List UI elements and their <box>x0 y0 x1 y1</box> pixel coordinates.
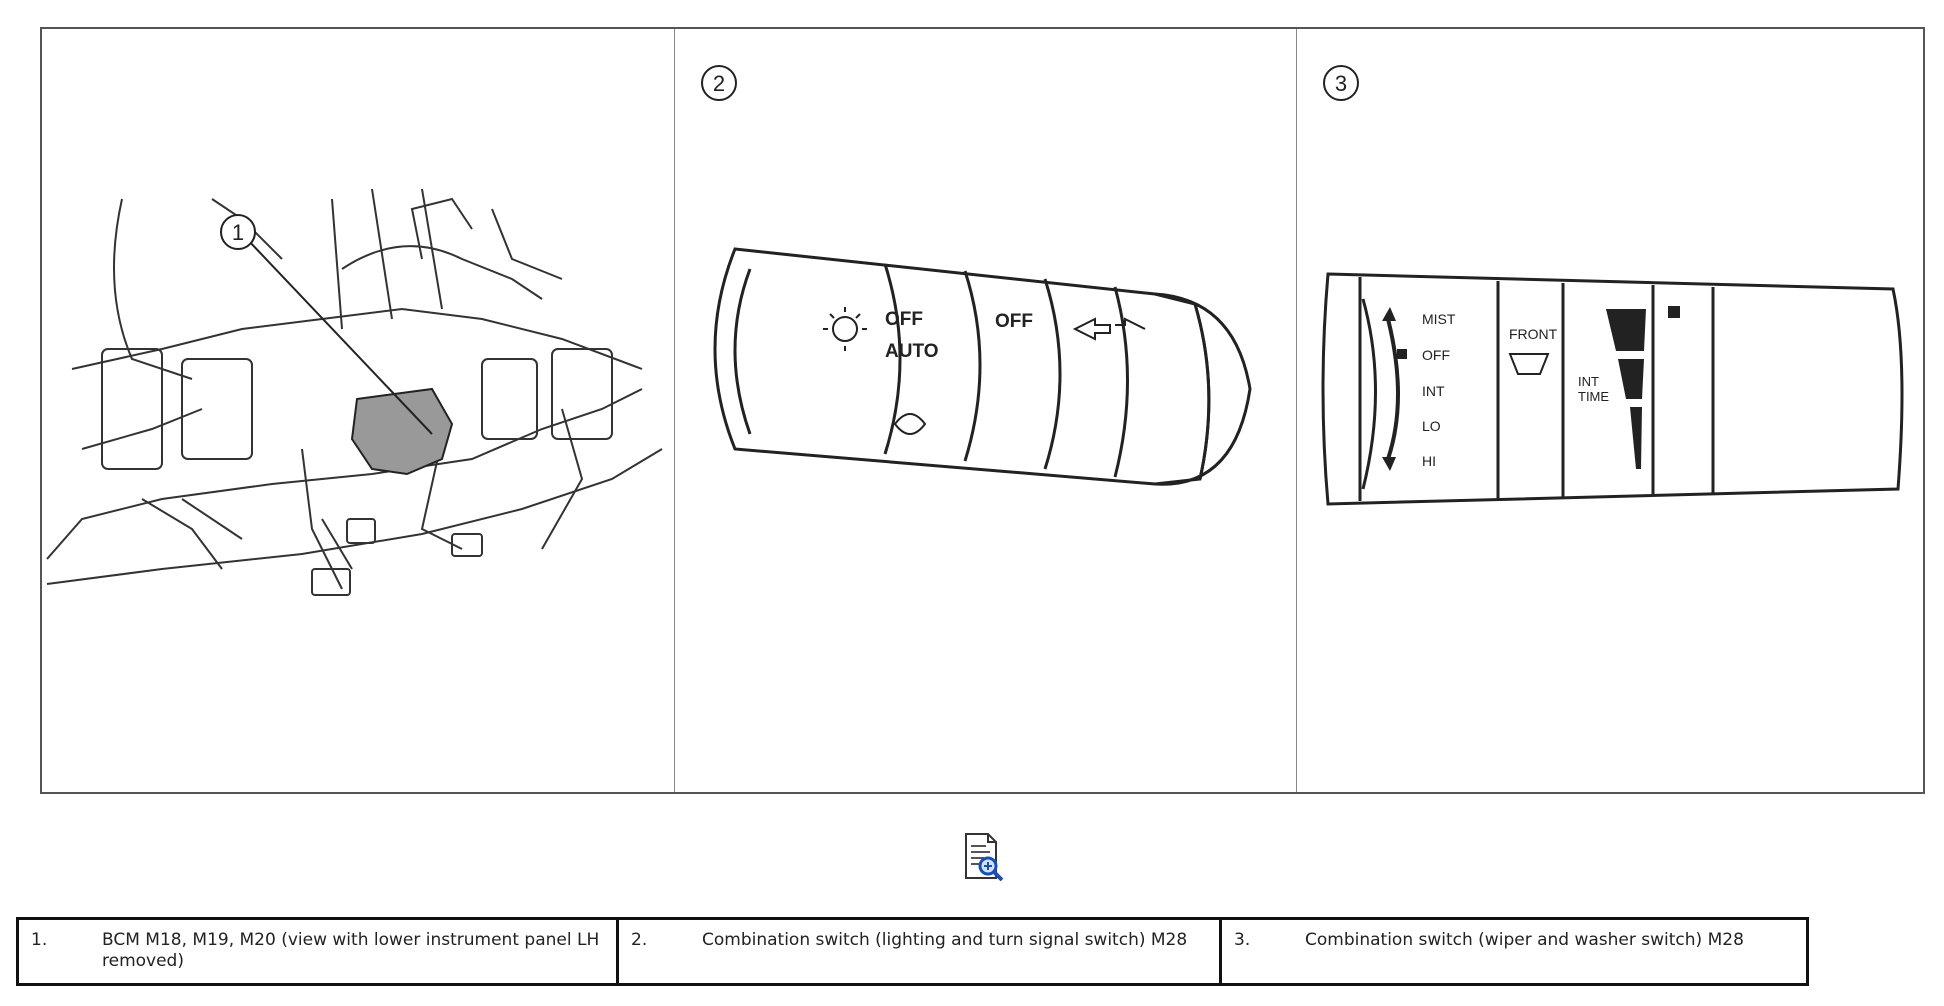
panel-wiper-switch: 3 MIST OFF INT LO HI FRONT INT TIME <box>1321 65 1904 506</box>
legend-text: BCM M18, M19, M20 (view with lower instr… <box>102 930 600 971</box>
panel-bcm-location: 1 <box>46 188 663 596</box>
legend-cell: 2. Combination switch (lighting and turn… <box>616 918 1221 985</box>
legend-text: Combination switch (wiper and washer swi… <box>1305 930 1744 950</box>
illustration-figure: 1 2 OFF AUTO OFF 3 <box>40 27 1925 794</box>
legend-cell: 3. Combination switch (wiper and washer … <box>1219 918 1808 985</box>
callout-2: 2 <box>713 71 725 96</box>
switch-label-hi: HI <box>1422 453 1436 469</box>
switch-label-lo: LO <box>1422 418 1441 434</box>
panel-divider <box>674 29 675 792</box>
legend-number: 2. <box>631 930 648 950</box>
legend-table: 1. BCM M18, M19, M20 (view with lower in… <box>16 917 1809 986</box>
panel-divider <box>1296 29 1297 792</box>
switch-label-front: FRONT <box>1509 326 1558 342</box>
switch-label-off-2: OFF <box>995 311 1033 332</box>
switch-label-mist: MIST <box>1422 311 1456 327</box>
switch-label-off: OFF <box>1422 347 1450 363</box>
switch-label-int: INT <box>1422 383 1445 399</box>
callout-3: 3 <box>1335 71 1347 96</box>
legend-number: 3. <box>1234 930 1251 950</box>
zoom-document-icon[interactable] <box>962 832 1008 884</box>
panel-lighting-switch: 2 OFF AUTO OFF <box>701 65 1252 486</box>
switch-label-int-time-1: INT <box>1578 374 1599 389</box>
switch-label-off-1: OFF <box>885 309 923 330</box>
callout-1: 1 <box>232 220 244 245</box>
switch-label-int-time-2: TIME <box>1578 389 1609 404</box>
legend-number: 1. <box>31 930 48 950</box>
legend-cell: 1. BCM M18, M19, M20 (view with lower in… <box>18 919 618 985</box>
switch-label-auto: AUTO <box>885 341 938 362</box>
legend-text: Combination switch (lighting and turn si… <box>702 930 1188 950</box>
